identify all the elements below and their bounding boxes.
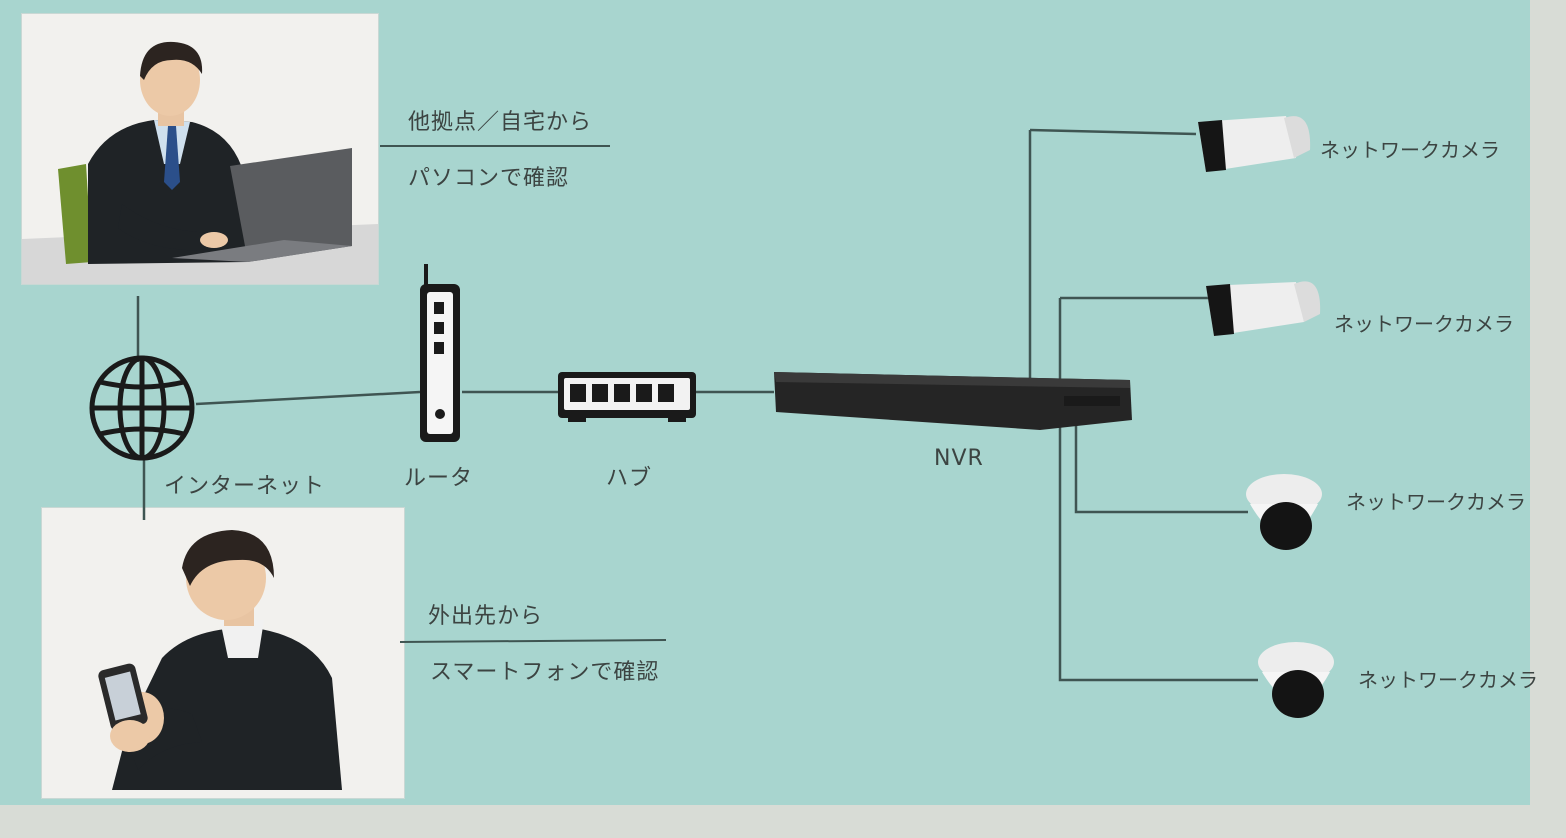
globe-icon — [89, 355, 195, 461]
remote-phone-line2: スマートフォンで確認 — [430, 660, 660, 685]
businessman-laptop-illustration — [22, 14, 378, 284]
router-label: ルータ — [404, 466, 474, 491]
remote-pc-line1: 他拠点／自宅から — [408, 110, 593, 135]
remote-phone-line1: 外出先から — [428, 604, 544, 629]
internet-label: インターネット — [164, 474, 326, 499]
bullet-camera-icon — [1198, 116, 1311, 172]
router-icon — [420, 264, 460, 442]
nvr-icon — [774, 372, 1132, 430]
camera-label: ネットワークカメラ — [1334, 312, 1514, 336]
dome-camera-icon — [1258, 642, 1334, 718]
businessman-smartphone-illustration — [42, 508, 404, 798]
camera-label: ネットワークカメラ — [1358, 668, 1538, 692]
camera-label: ネットワークカメラ — [1346, 490, 1526, 514]
remote-pc-line2: パソコンで確認 — [408, 166, 570, 191]
camera-label: ネットワークカメラ — [1320, 138, 1500, 162]
hub-label: ハブ — [606, 466, 653, 491]
dome-camera-icon — [1246, 474, 1322, 550]
nvr-label: NVR — [934, 446, 984, 471]
bullet-camera-icon — [1206, 281, 1321, 336]
hub-icon — [558, 372, 696, 422]
